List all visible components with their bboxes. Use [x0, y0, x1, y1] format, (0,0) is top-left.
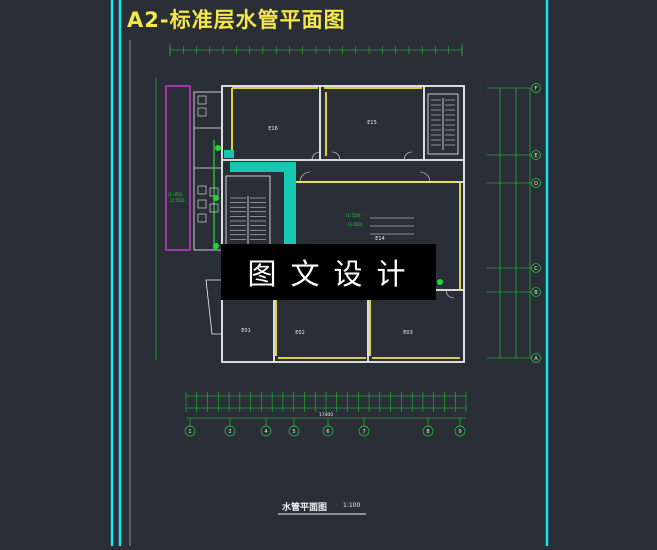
magenta-side-strip: [165, 85, 191, 251]
top-dimension-ticks: [169, 46, 463, 54]
axis-label: 5: [292, 429, 295, 435]
axis-label: 8: [426, 429, 429, 435]
axis-marker-7: 7: [358, 418, 370, 437]
axis-label: D: [534, 181, 538, 187]
stair-treads-left: [230, 197, 266, 240]
watermark-overlay: 图文设计: [221, 244, 436, 300]
axis-marker-B: B: [531, 287, 541, 297]
drawing-frame: [110, 0, 549, 546]
stair-treads-right: [431, 99, 455, 146]
stair-core-right: [427, 93, 459, 155]
axis-label: 2: [228, 429, 231, 435]
axis-label: F: [535, 86, 538, 92]
room-label-r1: E16: [268, 126, 278, 132]
svg-text:(1.550): (1.550): [346, 213, 361, 218]
svg-text:(2.550): (2.550): [170, 198, 185, 203]
drawing-caption: 水管平面图: [282, 503, 328, 513]
axis-label: C: [534, 266, 538, 272]
axis-marker-D: D: [531, 178, 541, 188]
bottom-left-protrusion: [205, 279, 223, 335]
room-label-r3: E14: [375, 236, 385, 242]
axis-label: 7: [362, 429, 365, 435]
svg-text:(1.650): (1.650): [348, 222, 363, 227]
axis-marker-2: 2: [224, 418, 236, 437]
room-label-r4: E01: [241, 328, 251, 334]
axis-label: 9: [458, 429, 461, 435]
axis-label: B: [534, 290, 538, 296]
axis-marker-4: 4: [260, 418, 272, 437]
axis-label: E: [534, 153, 537, 159]
room-label-r2: E15: [367, 120, 377, 126]
axis-marker-C: C: [531, 263, 541, 273]
axis-marker-8: 8: [422, 418, 434, 437]
left-elevation-label: (1.450) (2.550): [168, 192, 185, 203]
axis-marker-F: F: [531, 83, 541, 93]
axis-marker-E: E: [531, 150, 541, 160]
water-pipe-run: [224, 150, 296, 258]
room-label-r6: E03: [403, 330, 413, 336]
drawing-title: A2-标准层水管平面图: [127, 8, 346, 32]
room-label-r5: E02: [295, 330, 305, 336]
right-axis-markers: F E D C B A: [531, 83, 541, 363]
pipe-annotation-lines: [370, 217, 414, 235]
total-dimension: 17400: [319, 412, 333, 418]
green-fixtures: [213, 145, 443, 285]
axis-label: 6: [326, 429, 329, 435]
drawing-scale: 1:100: [343, 502, 361, 509]
axis-label: 4: [264, 429, 267, 435]
axis-marker-5: 5: [288, 418, 300, 437]
right-dimension-lines: [487, 87, 540, 359]
svg-text:(1.450): (1.450): [168, 192, 183, 197]
axis-label: 1: [188, 429, 191, 435]
axis-label: A: [534, 356, 538, 362]
axis-marker-9: 9: [454, 418, 466, 437]
pipe-annotation: (1.550) (1.650): [346, 213, 363, 227]
axis-marker-A: A: [531, 353, 541, 363]
axis-marker-1: 1: [184, 418, 196, 437]
stair-core-left: [225, 175, 271, 247]
plumbing-fixtures: [197, 95, 219, 223]
axis-marker-6: 6: [322, 418, 334, 437]
bottom-dimension-ticks: [185, 392, 467, 412]
bottom-axis-markers: 1 2 4 5 6 7 8 9: [184, 418, 466, 437]
yellow-wall-segments: [231, 87, 461, 359]
